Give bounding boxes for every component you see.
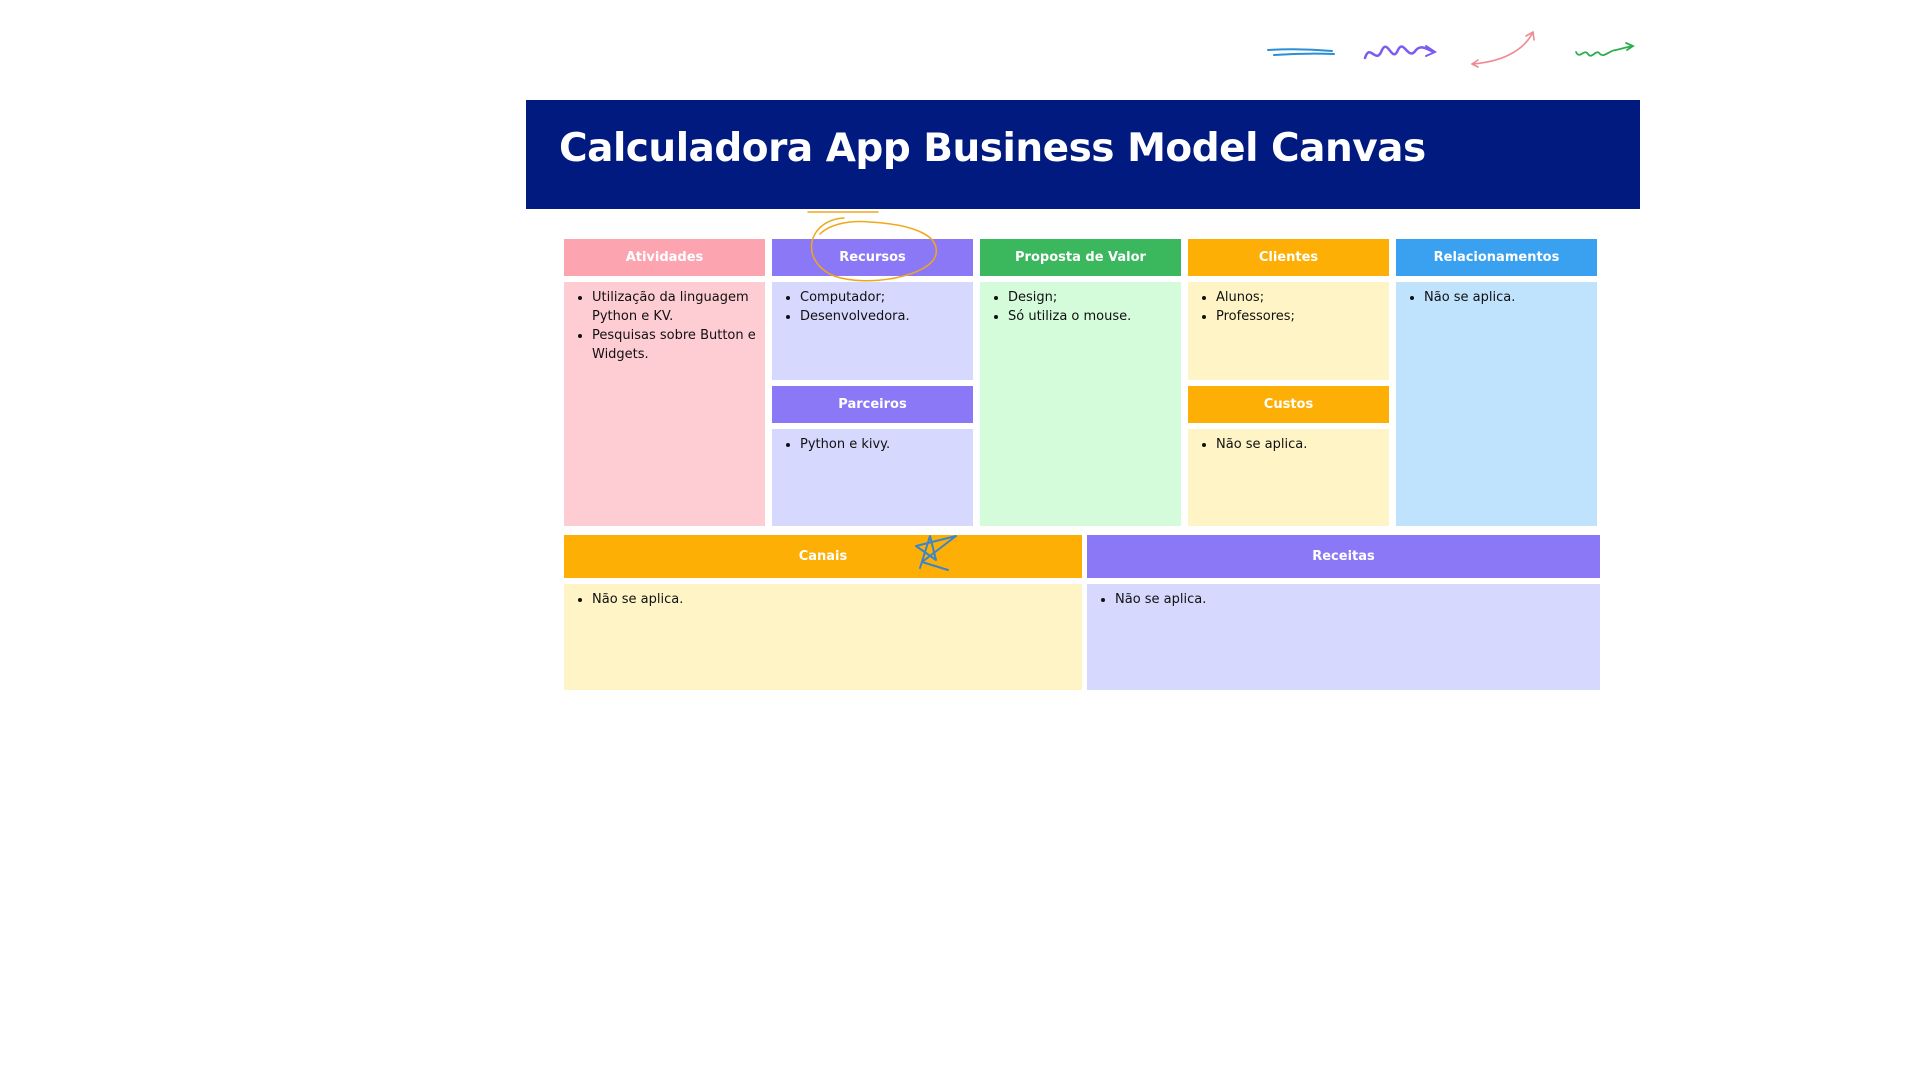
- proposta-list: Design; Só utiliza o mouse.: [988, 288, 1173, 326]
- list-item: Utilização da linguagem Python e KV.: [592, 288, 757, 326]
- receitas-list: Não se aplica.: [1095, 590, 1592, 609]
- list-item: Não se aplica.: [592, 590, 1074, 609]
- parceiros-box[interactable]: Python e kivy.: [772, 429, 973, 526]
- proposta-header[interactable]: Proposta de Valor: [980, 239, 1181, 276]
- custos-header[interactable]: Custos: [1188, 386, 1389, 423]
- clientes-box[interactable]: Alunos; Professores;: [1188, 282, 1389, 380]
- recursos-header[interactable]: Recursos: [772, 239, 973, 276]
- custos-box[interactable]: Não se aplica.: [1188, 429, 1389, 526]
- clientes-list: Alunos; Professores;: [1196, 288, 1381, 326]
- list-item: Não se aplica.: [1424, 288, 1589, 307]
- clientes-label: Clientes: [1258, 250, 1319, 265]
- title-banner: Calculadora App Business Model Canvas: [526, 100, 1640, 209]
- recursos-box[interactable]: Computador; Desenvolvedora.: [772, 282, 973, 380]
- atividades-list: Utilização da linguagem Python e KV. Pes…: [572, 288, 757, 364]
- relacionamentos-list: Não se aplica.: [1404, 288, 1589, 307]
- canais-label: Canais: [798, 549, 848, 564]
- list-item: Desenvolvedora.: [800, 307, 965, 326]
- list-item: Python e kivy.: [800, 435, 965, 454]
- list-item: Design;: [1008, 288, 1173, 307]
- proposta-label: Proposta de Valor: [1015, 250, 1146, 265]
- clientes-header[interactable]: Clientes: [1188, 239, 1389, 276]
- proposta-box[interactable]: Design; Só utiliza o mouse.: [980, 282, 1181, 526]
- atividades-header[interactable]: Atividades: [564, 239, 765, 276]
- canais-box[interactable]: Não se aplica.: [564, 584, 1082, 690]
- list-item: Computador;: [800, 288, 965, 307]
- parceiros-label: Parceiros: [838, 397, 907, 412]
- arrow-doodle-icon[interactable]: [1471, 30, 1535, 68]
- list-item: Não se aplica.: [1115, 590, 1592, 609]
- recursos-list: Computador; Desenvolvedora.: [780, 288, 965, 326]
- relacionamentos-box[interactable]: Não se aplica.: [1396, 282, 1597, 526]
- parceiros-list: Python e kivy.: [780, 435, 965, 454]
- recursos-label: Recursos: [839, 250, 906, 265]
- list-item: Professores;: [1216, 307, 1381, 326]
- relacionamentos-label: Relacionamentos: [1433, 250, 1560, 265]
- canais-list: Não se aplica.: [572, 590, 1074, 609]
- line-doodle-icon[interactable]: [1267, 48, 1335, 56]
- list-item: Pesquisas sobre Button e Widgets.: [592, 326, 757, 364]
- doodle-toolbar: [1267, 30, 1635, 68]
- parceiros-header[interactable]: Parceiros: [772, 386, 973, 423]
- atividades-box[interactable]: Utilização da linguagem Python e KV. Pes…: [564, 282, 765, 526]
- list-item: Alunos;: [1216, 288, 1381, 307]
- custos-label: Custos: [1263, 397, 1314, 412]
- relacionamentos-header[interactable]: Relacionamentos: [1396, 239, 1597, 276]
- custos-list: Não se aplica.: [1196, 435, 1381, 454]
- page-title[interactable]: Calculadora App Business Model Canvas: [559, 126, 1426, 171]
- receitas-label: Receitas: [1312, 549, 1375, 564]
- list-item: Não se aplica.: [1216, 435, 1381, 454]
- canais-header[interactable]: Canais: [564, 535, 1082, 578]
- receitas-header[interactable]: Receitas: [1087, 535, 1600, 578]
- zigzag-doodle-icon[interactable]: [1575, 42, 1635, 57]
- receitas-box[interactable]: Não se aplica.: [1087, 584, 1600, 690]
- wave-doodle-icon[interactable]: [1363, 45, 1438, 60]
- list-item: Só utiliza o mouse.: [1008, 307, 1173, 326]
- atividades-label: Atividades: [625, 250, 704, 265]
